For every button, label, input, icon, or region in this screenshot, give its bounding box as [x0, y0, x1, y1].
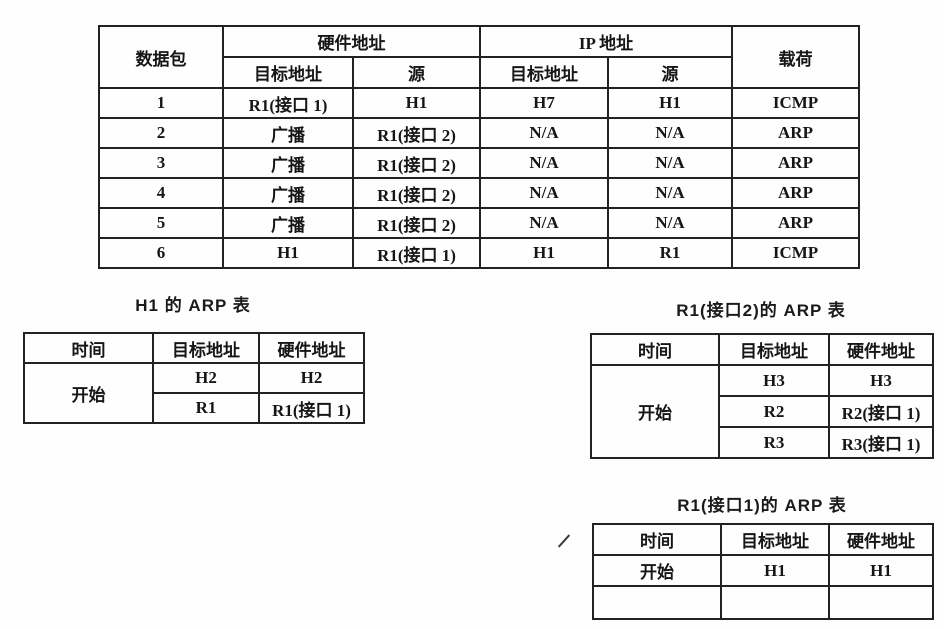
payload-col-header: 载荷 — [731, 25, 860, 89]
ip-dest-cell: N/A — [479, 207, 609, 239]
packet-row: 5 广播 R1(接口 2) N/A N/A ARP — [98, 207, 860, 239]
hw-src-cell: R1(接口 2) — [352, 207, 481, 239]
ip-src-cell: N/A — [607, 207, 733, 239]
hw-col-header: 硬件地址 — [828, 333, 934, 366]
packet-number: 2 — [98, 117, 224, 149]
packet-row: 2 广播 R1(接口 2) N/A N/A ARP — [98, 117, 860, 149]
dest-col-header: 目标地址 — [718, 333, 830, 366]
hw-dest-cell: 广播 — [222, 147, 354, 179]
hw-dest-cell: H1 — [222, 237, 354, 269]
packet-table: 数据包 硬件地址 IP 地址 载荷 目标地址 源 目标地址 源 1 R1(接口 … — [98, 25, 860, 269]
r1-if2-arp-table: 时间 目标地址 硬件地址 开始 H3 H3 R2 R2(接口 1) R3 R3(… — [590, 333, 934, 459]
hw-cell: H3 — [828, 364, 934, 397]
packet-row: 6 H1 R1(接口 1) H1 R1 ICMP — [98, 237, 860, 269]
hw-src-cell: R1(接口 2) — [352, 177, 481, 209]
hw-cell: H2 — [258, 362, 365, 394]
time-value-cell: 开始 — [590, 364, 720, 459]
hw-cell: H1 — [828, 554, 934, 587]
payload-cell: ARP — [731, 117, 860, 149]
hw-cell: R1(接口 1) — [258, 392, 365, 424]
hw-cell: R2(接口 1) — [828, 395, 934, 428]
hw-dest-cell: 广播 — [222, 177, 354, 209]
h1-arp-table: 时间 目标地址 硬件地址 开始 H2 H2 R1 R1(接口 1) — [23, 332, 365, 424]
dest-cell-empty — [720, 585, 830, 620]
hw-col-header: 硬件地址 — [828, 523, 934, 556]
ip-src-cell: N/A — [607, 177, 733, 209]
packet-row: 3 广播 R1(接口 2) N/A N/A ARP — [98, 147, 860, 179]
payload-cell: ICMP — [731, 87, 860, 119]
hw-dest-cell: 广播 — [222, 207, 354, 239]
ip-src-cell: H1 — [607, 87, 733, 119]
hw-src-cell: H1 — [352, 87, 481, 119]
dest-cell: R1 — [152, 392, 260, 424]
payload-cell: ARP — [731, 147, 860, 179]
ip-address-group-header: IP 地址 — [479, 25, 733, 58]
packet-number: 4 — [98, 177, 224, 209]
r1-if1-arp-table-title: R1(接口1)的 ARP 表 — [677, 496, 847, 515]
dest-col-header: 目标地址 — [720, 523, 830, 556]
hw-src-cell: R1(接口 2) — [352, 117, 481, 149]
hw-cell-empty — [828, 585, 934, 620]
payload-cell: ICMP — [731, 237, 860, 269]
ip-dest-cell: N/A — [479, 147, 609, 179]
time-col-header: 时间 — [590, 333, 720, 366]
ip-dest-col-header: 目标地址 — [479, 56, 609, 89]
hw-dest-col-header: 目标地址 — [222, 56, 354, 89]
ip-dest-cell: H1 — [479, 237, 609, 269]
dest-cell: H2 — [152, 362, 260, 394]
ip-src-col-header: 源 — [607, 56, 733, 89]
payload-cell: ARP — [731, 177, 860, 209]
hw-col-header: 硬件地址 — [258, 332, 365, 364]
time-value-cell: 开始 — [23, 362, 154, 424]
packet-number: 6 — [98, 237, 224, 269]
hw-cell: R3(接口 1) — [828, 426, 934, 459]
hw-src-cell: R1(接口 1) — [352, 237, 481, 269]
time-value-cell-empty — [592, 585, 722, 620]
packet-number: 3 — [98, 147, 224, 179]
dest-cell: R2 — [718, 395, 830, 428]
packet-col-header: 数据包 — [98, 25, 224, 89]
packet-number: 5 — [98, 207, 224, 239]
packet-row: 1 R1(接口 1) H1 H7 H1 ICMP — [98, 87, 860, 119]
scan-artifact-mark — [557, 534, 571, 548]
dest-cell: R3 — [718, 426, 830, 459]
ip-dest-cell: H7 — [479, 87, 609, 119]
hw-dest-cell: 广播 — [222, 117, 354, 149]
ip-src-cell: N/A — [607, 117, 733, 149]
payload-cell: ARP — [731, 207, 860, 239]
dest-cell: H1 — [720, 554, 830, 587]
packet-number: 1 — [98, 87, 224, 119]
dest-col-header: 目标地址 — [152, 332, 260, 364]
dest-cell: H3 — [718, 364, 830, 397]
hardware-address-group-header: 硬件地址 — [222, 25, 481, 58]
hw-src-cell: R1(接口 2) — [352, 147, 481, 179]
ip-src-cell: N/A — [607, 147, 733, 179]
hw-dest-cell: R1(接口 1) — [222, 87, 354, 119]
r1-if2-arp-table-title: R1(接口2)的 ARP 表 — [676, 301, 846, 320]
ip-dest-cell: N/A — [479, 117, 609, 149]
time-value-cell: 开始 — [592, 554, 722, 587]
r1-if1-arp-table: 时间 目标地址 硬件地址 开始 H1 H1 — [592, 523, 934, 620]
time-col-header: 时间 — [592, 523, 722, 556]
ip-src-cell: R1 — [607, 237, 733, 269]
hw-src-col-header: 源 — [352, 56, 481, 89]
ip-dest-cell: N/A — [479, 177, 609, 209]
time-col-header: 时间 — [23, 332, 154, 364]
packet-row: 4 广播 R1(接口 2) N/A N/A ARP — [98, 177, 860, 209]
h1-arp-table-title: H1 的 ARP 表 — [135, 296, 251, 315]
